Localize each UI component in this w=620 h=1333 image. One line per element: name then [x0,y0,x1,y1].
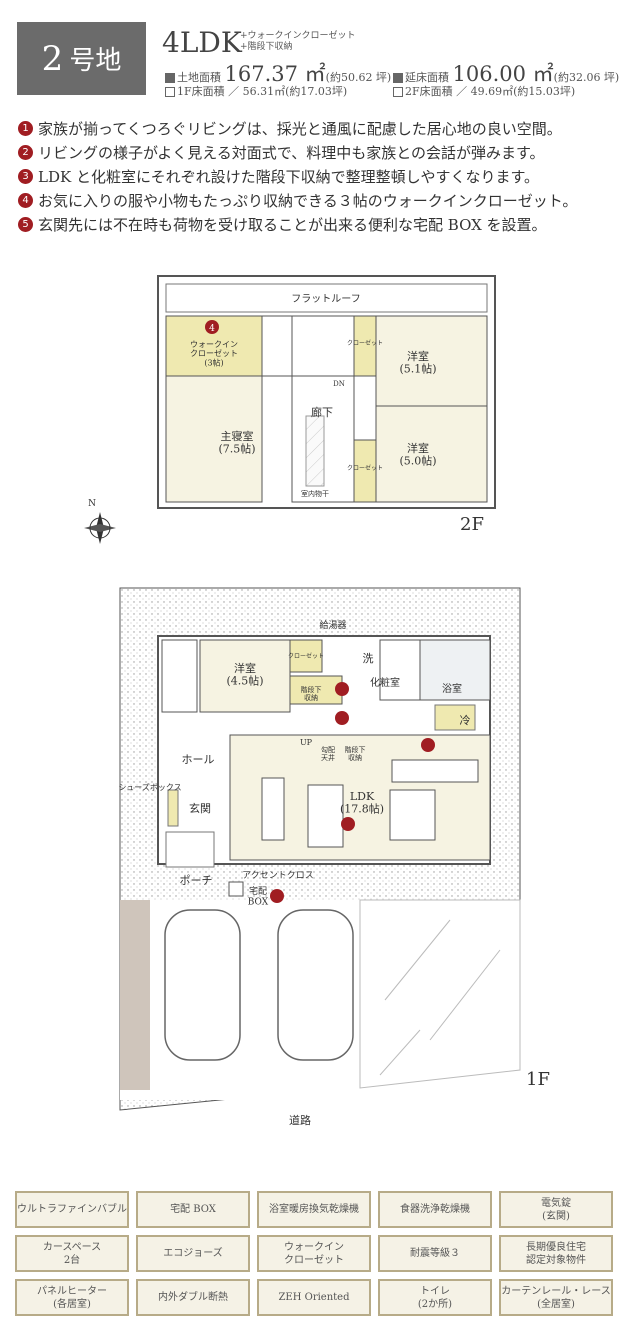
land-area-value: 167.37 ㎡ [224,62,326,86]
feature-text: リビングの様子がよく見える対面式で、料理中も家族との会話が弾みます。 [38,144,545,162]
equipment-grid: ウルトラファインバブル 宅配 BOX 浴室暖房換気乾燥機 食器洗浄乾燥機 電気錠… [15,1191,613,1316]
feature-number: 4 [18,193,33,208]
layout-type: 4LDK [162,26,242,59]
floor-area-label: 延床面積 [405,71,449,84]
f2-area-text: 2F床面積 ／ 49.69㎡(約15.03坪) [405,85,576,98]
floor-label-1f: 1F [526,1069,550,1090]
accent-cloth: アクセントクロス [242,870,314,881]
closet-label: クローゼット [347,464,383,472]
sloped-ceiling: 勾配天井 [321,745,335,762]
lot-number: 2 [41,38,64,79]
stair-dn: DN [333,380,345,388]
floor-label-2f: 2F [460,514,484,535]
f1-area: 1F床面積 ／ 56.31㎡(約17.03坪) [165,83,347,99]
equipment-item: ZEH Oriented [257,1279,371,1316]
room-wic: ウォークインクローゼット(3帖) [190,340,238,367]
room-vanity: 化粧室 [370,676,400,689]
understair-2: 階段下収納 [345,745,366,762]
feature-number: 1 [18,121,33,136]
equipment-item: ウォークイン クローゼット [257,1235,371,1272]
feature-text: 玄関先には不在時も荷物を受け取ることが出来る便利な宅配 BOX を設置。 [38,216,547,234]
feature-item: 2 リビングの様子がよく見える対面式で、料理中も家族との会話が弾みます。 [18,142,545,163]
floor-area-value: 106.00 ㎡ [452,62,554,86]
water-heater: 給湯器 [319,619,346,631]
feature-number: 3 [18,169,33,184]
room-hall: 廊下 [311,405,333,419]
shoebox: シューズボックス [118,782,181,792]
feature-item: 1 家族が揃ってくつろぐリビングは、採光と通風に配慮した居心地の良い空間。 [18,118,562,139]
land-area: 土地面積 167.37 ㎡(約50.62 坪) [165,58,391,88]
equipment-item: 電気錠 (玄関) [499,1191,613,1228]
feature-text: 家族が揃ってくつろぐリビングは、採光と通風に配慮した居心地の良い空間。 [38,120,562,138]
equipment-item: 浴室暖房換気乾燥機 [257,1191,371,1228]
land-area-label: 土地面積 [177,71,221,84]
feature-text: LDK と化粧室にそれぞれ設けた階段下収納で整理整頓しやすくなります。 [38,168,540,186]
plan-2f: フラットルーフ 4 ウォークインクローゼット(3帖) 主寝室(7.5帖) 廊下 … [157,275,496,535]
room-master: 主寝室(7.5帖) [218,429,255,456]
room-entrance: 玄関 [189,801,211,815]
floor-area-tsubo: (約32.06 坪) [553,71,620,84]
feature-text: お気に入りの服や小物もたっぷり収納できる３帖のウォークインクローゼット。 [38,192,578,210]
equipment-item: 耐震等級３ [378,1235,492,1272]
room-bath: 浴室 [442,682,462,695]
room-western1: 洋室(5.1帖) [399,349,436,376]
extra-wic: +ウォークインクローゼット [240,31,356,41]
floor-plans: フラットルーフ 4 ウォークインクローゼット(3帖) 主寝室(7.5帖) 廊下 … [84,275,550,1127]
closet-label: クローゼット [347,339,383,347]
wash-label: 洗 [363,652,374,665]
feature-item: 3 LDK と化粧室にそれぞれ設けた階段下収納で整理整頓しやすくなります。 [18,166,539,187]
roof-label: フラットルーフ [291,293,360,305]
equipment-item: 内外ダブル断熱 [136,1279,250,1316]
equipment-item: エコジョーズ [136,1235,250,1272]
equipment-item: 長期優良住宅 認定対象物件 [499,1235,613,1272]
extra-understair: +階段下収納 [240,42,293,52]
equipment-item: カーテンレール・レース (全居室) [499,1279,613,1316]
svg-text:N: N [88,499,96,509]
porch: ポーチ [180,874,213,887]
room-hall: ホール [182,753,215,766]
fridge-label: 冷 [460,714,471,727]
room-western2: 洋室(5.0帖) [399,441,436,468]
plan-1f: 給湯器 洋室(4.5帖) クローゼット 洗 化粧室 浴室 階段下収納 階段下収納… [118,587,550,1127]
indoor-drying: 室内物干 [301,489,329,498]
understair-1: 階段下収納 [301,685,322,702]
layout-extras: +ウォークインクローゼット+階段下収納 [240,31,356,53]
feature-number: 2 [18,145,33,160]
feature-item: 4 お気に入りの服や小物もたっぷり収納できる３帖のウォークインクローゼット。 [18,190,577,211]
equipment-item: カースペース 2台 [15,1235,129,1272]
f1-area-text: 1F床面積 ／ 56.31㎡(約17.03坪) [177,85,348,98]
floor-area: 延床面積 106.00 ㎡(約32.06 坪) [393,58,619,88]
road-label: 道路 [289,1113,311,1127]
svg-text:4: 4 [209,324,215,334]
equipment-item: パネルヒーター (各居室) [15,1279,129,1316]
equipment-item: 宅配 BOX [136,1191,250,1228]
lot-suffix: 号地 [69,46,122,76]
equipment-item: 食器洗浄乾燥機 [378,1191,492,1228]
equipment-item: トイレ (2か所) [378,1279,492,1316]
f2-area: 2F床面積 ／ 49.69㎡(約15.03坪) [393,83,575,99]
equipment-item: ウルトラファインバブル [15,1191,129,1228]
stair-up: UP [300,738,313,747]
land-area-tsubo: (約50.62 坪) [325,71,392,84]
feature-item: 5 玄関先には不在時も荷物を受け取ることが出来る便利な宅配 BOX を設置。 [18,214,547,235]
feature-number: 5 [18,217,33,232]
closet-label: クローゼット [288,652,324,660]
room-western: 洋室(4.5帖) [226,661,263,688]
compass-icon: N [84,499,116,544]
room-ldk: LDK(17.8帖) [340,790,384,816]
